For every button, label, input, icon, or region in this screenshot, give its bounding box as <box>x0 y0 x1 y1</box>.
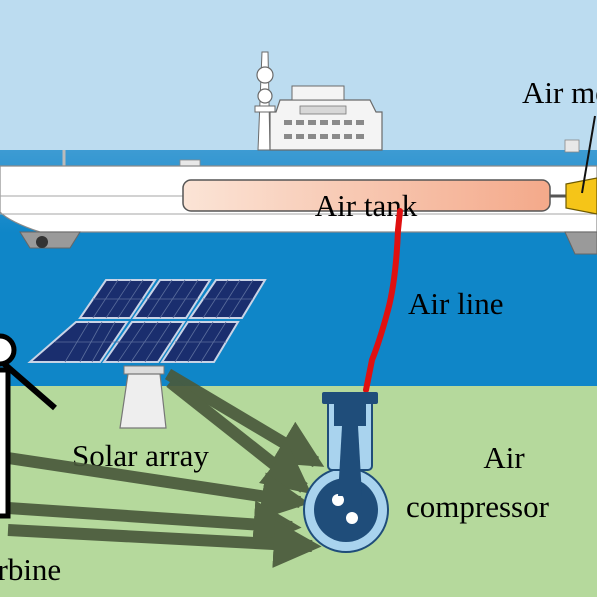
air-line <box>363 208 403 393</box>
arrow-solar-to-compressor-2 <box>166 377 312 494</box>
air-compressor-label-line1: Air <box>483 440 525 475</box>
energy-flow-arrows <box>7 368 325 568</box>
arrow-turbine-to-compressor-1 <box>7 452 310 521</box>
arrow-turbine-to-compressor-2 <box>7 500 302 549</box>
air-compressor-label-line2: compressor <box>406 489 550 524</box>
wind-turbine-label: Wind turbine <box>0 552 61 587</box>
wind-turbine-icon <box>0 333 57 519</box>
compressor-icon <box>303 392 389 553</box>
air-line-label: Air line <box>408 286 504 321</box>
air-motor-label: Air motor <box>522 75 597 110</box>
solar-panel-icon <box>27 279 267 429</box>
air-motor-icon <box>565 177 597 215</box>
arrow-turbine-to-compressor-3 <box>7 520 322 568</box>
